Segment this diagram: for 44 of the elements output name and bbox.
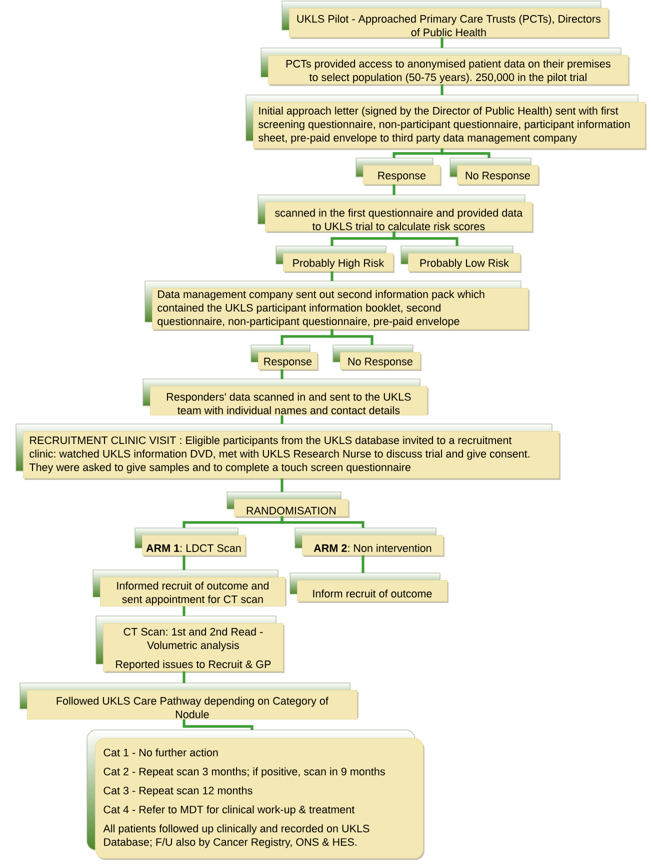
connector <box>280 415 284 424</box>
process-box: Data management company sent out second information pack which contained the UKLS participant information booklet, second questionnaire, non-participant questionnaire, pre-paid envelope <box>144 280 530 331</box>
note-text: Cat 4 - Refer to MDT for clinical work-up & treatment <box>104 805 355 816</box>
connector <box>330 329 374 345</box>
process-box: Probably Low Risk <box>400 246 522 273</box>
process-box: Response <box>356 158 442 186</box>
connector <box>392 231 458 246</box>
process-box: RANDOMISATION <box>226 492 350 518</box>
process-box: ARM 2: Non intervention <box>294 528 444 557</box>
connector <box>280 516 364 528</box>
connector <box>440 37 444 48</box>
process-box: Informed recruit of outcome and sent appointment for CT scan <box>92 570 286 606</box>
connector <box>182 719 254 730</box>
note-text: Cat 1 - No further action <box>104 748 218 756</box>
process-box: UKLS Pilot - Approached Primary Care Trusts (PCTs), Directors of Public Health <box>282 0 610 39</box>
note-text: Cat 3 - Repeat scan 12 months <box>104 786 252 796</box>
connector <box>330 271 334 281</box>
connector <box>280 478 284 492</box>
process-box: Response <box>250 344 318 371</box>
connector <box>280 369 284 379</box>
process-box: Probably High Risk <box>276 246 394 273</box>
connector <box>440 84 444 95</box>
process-box: scanned in the first questionnaire and provided data to UKLS trial to calculate risk scores <box>258 194 534 233</box>
connector <box>362 555 364 573</box>
process-box: Initial approach letter (signed by the Director of Public Health) sent with first screening questionnaire, non-participant questionnaire, participant information sheet, pre-paid envelope to third party data management company <box>246 94 646 150</box>
note-text: CT Scan: 1st and 2nd Read - Volumetric analysis <box>124 628 263 652</box>
connector <box>182 555 186 570</box>
process-box: Responders' data scanned in and sent to the UKLS team with individual names and contact details <box>142 378 428 416</box>
process-box: Inform recruit of outcome <box>290 572 448 603</box>
process-box: RECRUITMENT CLINIC VISIT : Eligible participants from the UKLS database invited to a recruitment clinic: watched UKLS information DVD, met with UKLS Research Nurse to discuss trial and give consent. They were asked to give samples and to complete a touch screen questionnaire <box>16 424 560 480</box>
connector <box>182 606 186 616</box>
note-text: All patients followed up clinically and recorded on UKLS Database; F/U also by Cancer Registry, ONS & HES. <box>103 824 370 848</box>
process-box: No Response <box>450 158 540 186</box>
note-text: Cat 2 - Repeat scan 3 months; if positive, scan in 9 months <box>104 767 385 778</box>
connector <box>440 148 490 158</box>
process-box: ARM 1: LDCT Scan <box>134 528 246 557</box>
note-text: Reported issues to Recruit & GP <box>116 660 271 670</box>
process-box: No Response <box>332 344 422 371</box>
connector <box>392 184 396 195</box>
process-box <box>86 730 424 860</box>
process-box <box>96 616 284 673</box>
process-box: Followed UKLS Care Pathway depending on Category of Nodule <box>20 682 358 720</box>
connector <box>182 671 186 683</box>
process-box: PCTs provided access to anonymised patient data on their premises to select population (50-75 years). 250,000 in the pilot trial <box>260 48 630 86</box>
